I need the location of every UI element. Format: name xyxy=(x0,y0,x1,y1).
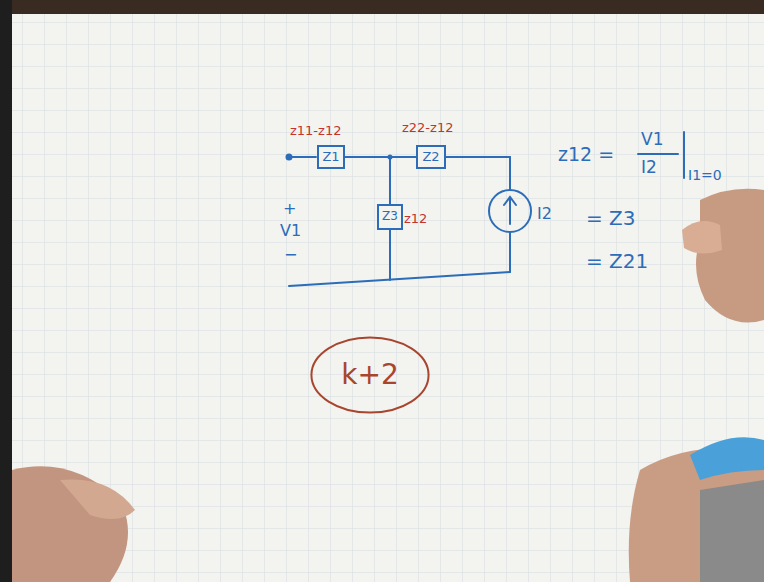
impedance-annotation: z11-z12 xyxy=(290,124,341,138)
polarity-sign: − xyxy=(284,246,297,264)
source-current: I2 xyxy=(537,205,552,223)
polarity-sign: + xyxy=(283,200,296,218)
node-text: Z1 xyxy=(322,150,339,164)
node-text: Z3 xyxy=(382,210,398,223)
equation-denominator: I2 xyxy=(641,158,657,177)
equation-result: = Z3 xyxy=(586,207,636,229)
equation-result: = Z21 xyxy=(586,250,648,272)
impedance-box: Z3 xyxy=(377,204,403,230)
impedance-box: Z1 xyxy=(317,145,345,169)
equation-term: z12 = xyxy=(558,144,614,165)
node-text: Z2 xyxy=(422,150,439,164)
circled-note: k+2 xyxy=(309,335,431,415)
port-voltage: V1 xyxy=(280,222,301,240)
impedance-annotation: z12 xyxy=(404,212,427,226)
node-text: k+2 xyxy=(341,360,399,391)
equation-condition: I1=0 xyxy=(688,168,722,183)
equation-numerator: V1 xyxy=(641,130,663,149)
wire xyxy=(345,155,392,205)
impedance-annotation: z22-z12 xyxy=(402,121,453,135)
impedance-box: Z2 xyxy=(416,145,446,169)
current-source-symbol xyxy=(489,190,531,232)
